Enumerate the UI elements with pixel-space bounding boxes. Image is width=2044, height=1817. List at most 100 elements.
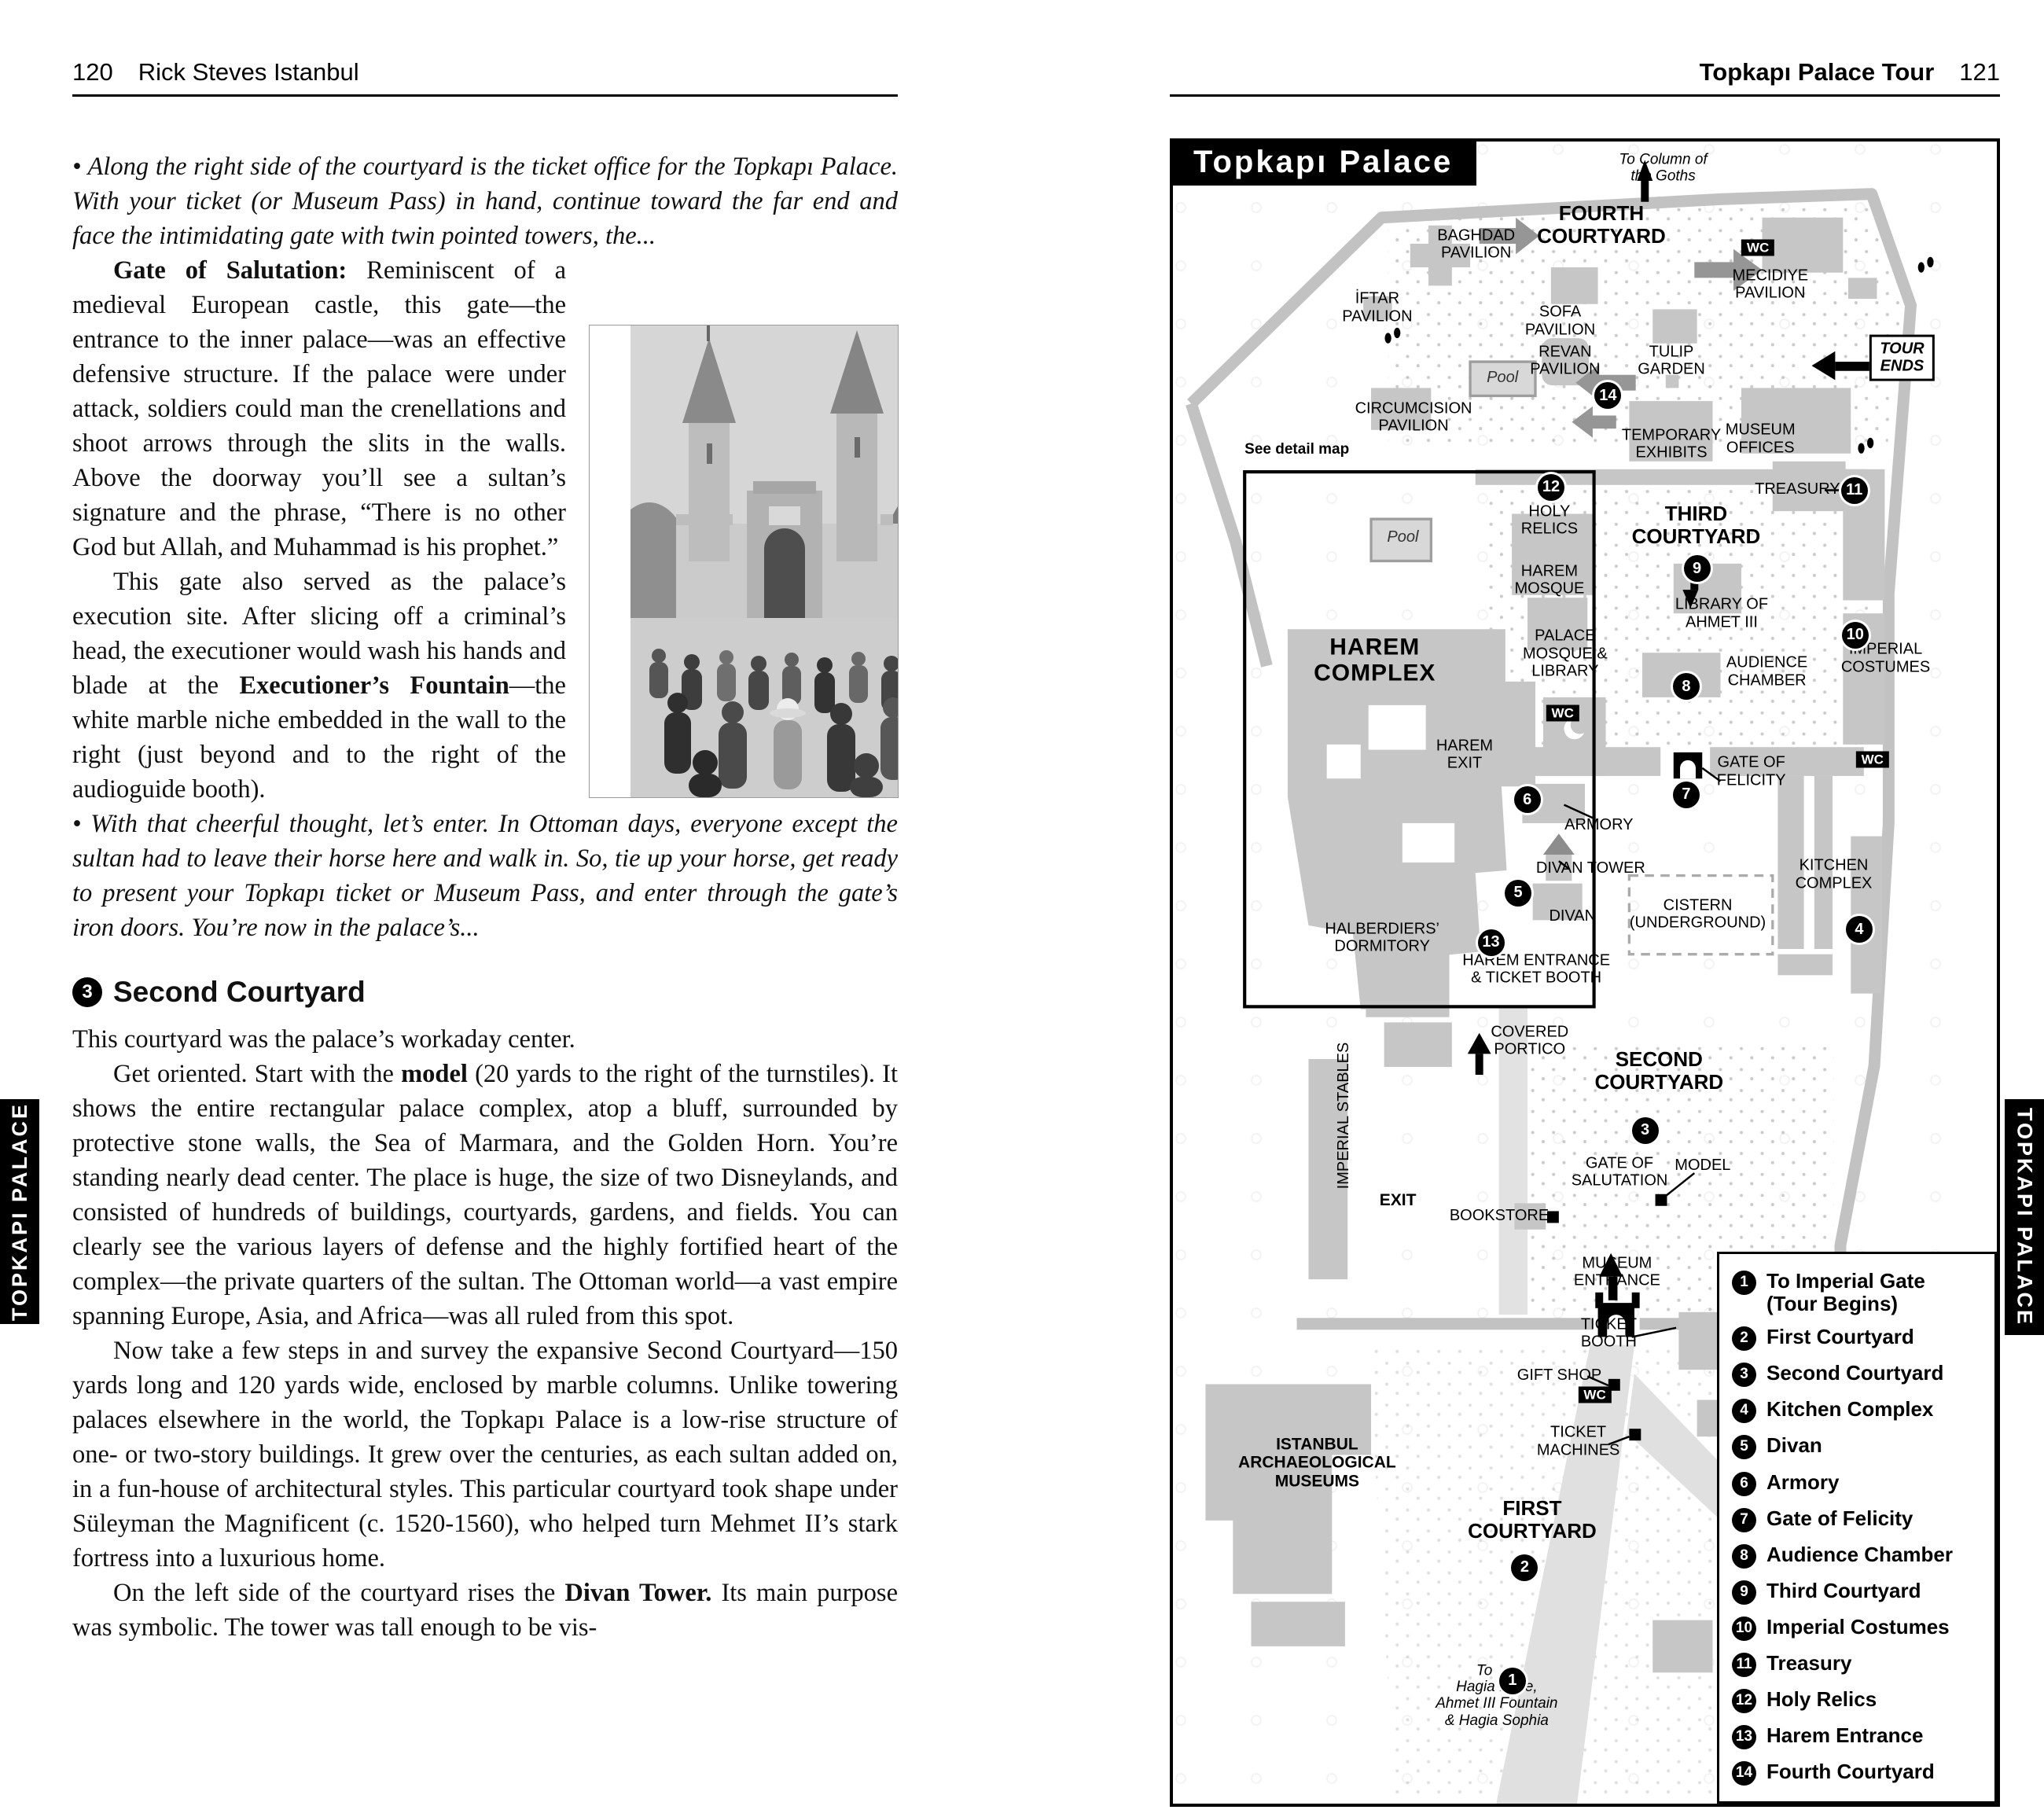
harem-mosque-shape [1527,598,1588,650]
legend-item-number: 10 [1732,1616,1756,1641]
text-run: • With that cheerful thought, let’s ente… [72,810,898,942]
map-label: WC [1546,704,1579,722]
map-label: CISTERN (UNDERGROUND) [1629,896,1766,932]
map-label: SECOND COURTYARD [1594,1046,1724,1094]
museum-offices-shape [1741,388,1851,454]
legend-item-number: 7 [1732,1507,1756,1532]
paragraph: This gate also served as the palace’s ex… [72,565,898,807]
sofa-pavilion-shape [1550,267,1598,304]
footprints-icon [1384,256,1934,454]
gate-of-salutation-icon [1595,1292,1640,1337]
map-marker: 12 [1538,473,1565,501]
text-run: Reminiscent of a medieval European castl… [72,256,566,561]
map-label: WC [1741,239,1775,256]
gate-of-felicity-icon [1673,752,1703,779]
section-number-badge: 3 [72,977,102,1007]
left-sidebar-tab-label: TOPKAPI PALACE [7,1102,31,1322]
see-detail-map-label: See detail map [1244,440,1350,458]
crowd-silhouettes [649,649,898,797]
map-label: Pool [1487,368,1519,386]
harem-complex-shape [1287,629,1535,1010]
museum-entrance-arrow [1599,1252,1623,1277]
cistern-outline [1627,874,1774,956]
text-run: • Along the right side of the courtyard … [72,153,898,250]
temporary-exhibits-shape [1629,401,1713,462]
map-label: TICKET MACHINES [1536,1423,1620,1459]
map-label: TREASURY [1755,480,1840,498]
archaeological-museums-shape [1205,1384,1372,1594]
legend-item-number: 3 [1732,1363,1756,1388]
legend-item-label: Third Courtyard [1766,1578,1921,1602]
bookstore-shape [1514,1203,1546,1230]
left-page-number: 120 [72,58,113,86]
map-label: WC [1855,751,1889,768]
legend-item-number: 11 [1732,1652,1756,1677]
detail-map-frame [1243,470,1596,1009]
map-marker: 5 [1505,879,1532,907]
legend-item-number: 6 [1732,1471,1756,1496]
map-label: ISTANBUL ARCHAEOLOGICAL MUSEUMS [1238,1435,1396,1491]
paragraph: This courtyard was the palace’s workaday… [72,1022,898,1057]
imperial-stables-shape [1308,1059,1348,1280]
map-label: IMPERIAL COSTUMES [1840,641,1931,676]
right-sidebar-tab-label: TOPKAPI PALACE [2013,1107,2037,1327]
map-label: REVAN PAVILION [1530,343,1601,379]
paragraph: • Along the right side of the courtyard … [72,149,898,253]
map-label: TULIP GARDEN [1638,343,1705,379]
map-label: DIVAN TOWER [1535,859,1645,877]
legend-item-number: 9 [1732,1580,1756,1605]
bookstore-square [1546,1211,1559,1223]
baghdad-pavilion-shape [1410,225,1471,286]
map-label: HOLY RELICS [1520,502,1579,538]
map-label: LIBRARY OF AHMET III [1675,595,1769,631]
legend-item-label: Kitchen Complex [1766,1397,1934,1422]
iftar-pavilion-shape [1363,296,1392,320]
pool-harem-shape [1369,517,1432,563]
legend-item-label: Fourth Courtyard [1766,1760,1935,1783]
text-run: This gate also served as the palace’s ex… [72,568,566,700]
legend-item: 11 Treasury [1732,1652,1982,1677]
map-marker: 8 [1672,673,1700,701]
map-label: HALBERDIERS’ DORMITORY [1325,920,1439,955]
map-label: TEMPORARY EXHIBITS [1621,426,1722,462]
map-label: AUDIENCE CHAMBER [1726,653,1808,690]
divan-tower-roof [1542,833,1575,855]
legend-item-label: Treasury [1766,1650,1852,1675]
map-label: DIVAN [1549,907,1597,925]
ticket-machines-square [1629,1429,1641,1441]
legend-item-number: 1 [1732,1271,1756,1295]
bold-run: Divan Tower. [564,1579,712,1607]
harem-entrance-arrow [1467,1032,1491,1054]
map-label: HAREM ENTRANCE & TICKET BOOTH [1462,951,1611,987]
map-marker: 11 [1840,476,1868,504]
legend-item-number: 13 [1732,1724,1756,1749]
book-title: Rick Steves Istanbul [138,58,359,86]
map-marker: 10 [1841,621,1869,649]
map-label: İFTAR PAVILION [1342,290,1413,326]
map-label: IMPERIAL STABLES [1334,1042,1352,1190]
text-run: Its main purpose was symbolic. The tower… [72,1579,898,1642]
map-label: To Column of the Goths [1619,151,1708,185]
map-label: TOUR ENDS [1869,334,1935,381]
text-run: This courtyard was the palace’s workaday… [72,1025,575,1054]
text-run: (20 yards to the right of the turnstiles… [72,1060,899,1330]
map-marker: 3 [1631,1116,1659,1144]
text-run: Second Courtyard [113,976,366,1008]
paragraph: • With that cheerful thought, let’s ente… [72,807,898,945]
left-sidebar-tab: TOPKAPI PALACE [0,1099,39,1324]
map-label: GATE OF SALUTATION [1571,1154,1668,1190]
legend-item-label: To Imperial Gate (Tour Begins) [1766,1269,1925,1315]
divan-shape [1532,883,1583,921]
map-marker: 7 [1672,781,1700,808]
map-label: EXIT [1379,1190,1417,1209]
